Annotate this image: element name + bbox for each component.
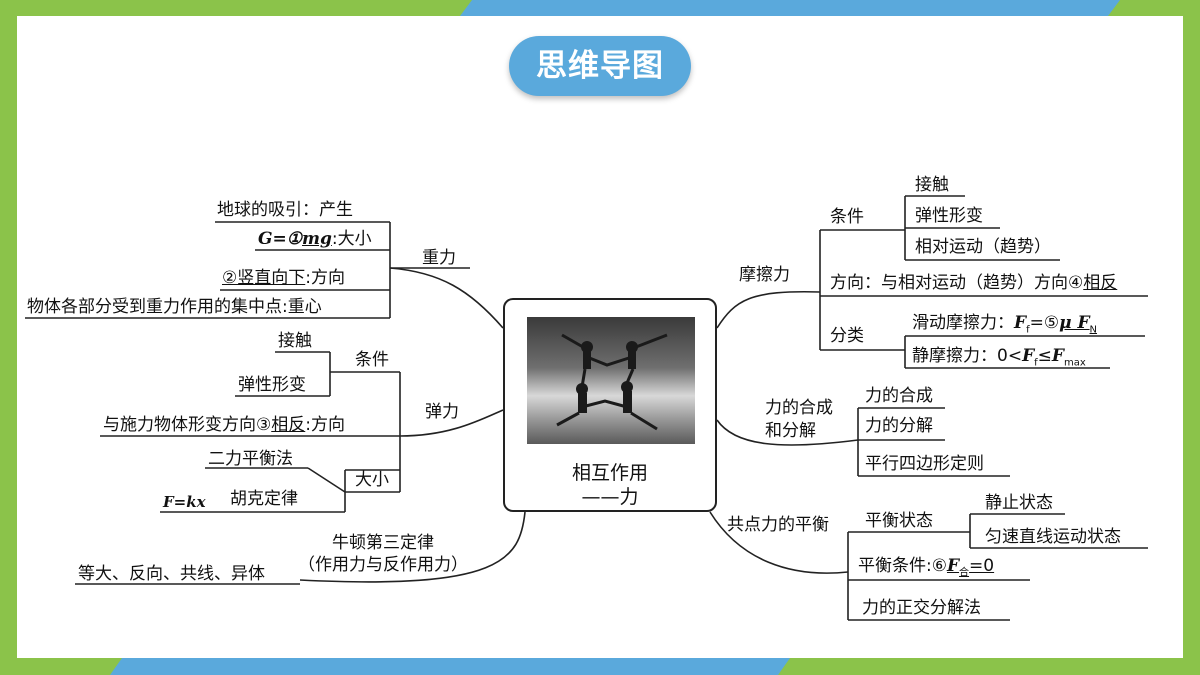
gravity-size-prefix: G=① (258, 229, 303, 249)
friction-relative-motion: 相对运动（趋势） (915, 237, 1051, 257)
sliding-friction-prefix: 滑动摩擦力： (912, 313, 1014, 333)
gravity-label: 重力 (422, 248, 456, 268)
sliding-friction-answer: μ F (1059, 313, 1090, 333)
composition-label-line1: 力的合成 (765, 398, 833, 418)
gravity-size: G=①mg:大小 (258, 229, 372, 249)
static-friction-max-subscript: max (1064, 357, 1086, 369)
hooke-law: 胡克定律 (230, 489, 298, 509)
hooke-formula: F=kx (163, 493, 206, 511)
gravity-center: 物体各部分受到重力作用的集中点:重心 (27, 297, 322, 317)
uniform-motion-state: 匀速直线运动状态 (985, 527, 1121, 547)
central-topic-line2: ——力 (581, 486, 639, 508)
gravity-size-answer: mg (302, 229, 332, 249)
static-friction-symbol: F (1022, 346, 1035, 366)
newton-action-reaction: （作用力与反作用力） (298, 555, 468, 575)
friction-direction-answer: 相反 (1083, 273, 1118, 293)
friction-classification: 分类 (830, 326, 864, 346)
elastic-condition: 条件 (355, 350, 389, 370)
friction-direction: 方向：与相对运动（趋势）方向④相反 (830, 273, 1117, 293)
top-accent-bar (460, 0, 1120, 16)
sliding-friction-answer-subscript: N (1089, 324, 1098, 336)
static-friction-prefix: 静摩擦力：0< (912, 346, 1023, 366)
composition-label-line2: 和分解 (765, 421, 816, 441)
gravity-produce: 地球的吸引：产生 (217, 200, 353, 220)
gravity-size-suffix: :大小 (331, 229, 372, 249)
equilibrium-condition-suffix: =0 (969, 556, 995, 576)
skydivers-figures (556, 333, 668, 431)
friction-contact: 接触 (915, 175, 949, 195)
elastic-contact: 接触 (278, 331, 312, 351)
newton-third-law: 牛顿第三定律 (332, 533, 434, 553)
friction-deformation: 弹性形变 (915, 206, 983, 226)
equilibrium-condition-symbol: F (946, 556, 960, 576)
gravity-direction-suffix: :方向 (305, 268, 345, 288)
equilibrium-label: 共点力的平衡 (727, 515, 829, 535)
slide-title: 思维导图 (509, 36, 691, 96)
skydivers-photo (527, 317, 695, 444)
force-composition: 力的合成 (865, 386, 933, 406)
elastic-direction-suffix: :方向 (305, 415, 345, 435)
bottom-accent-bar (110, 658, 790, 675)
rest-state: 静止状态 (985, 493, 1053, 513)
sliding-friction-subscript: f (1026, 324, 1030, 336)
equilibrium-condition-subscript: 合 (959, 567, 970, 579)
elastic-direction: 与施力物体形变方向③相反:方向 (103, 415, 345, 435)
sliding-friction-equals: =⑤ (1029, 313, 1060, 333)
orthogonal-decomposition: 力的正交分解法 (862, 598, 981, 618)
equilibrium-state: 平衡状态 (865, 511, 933, 531)
gravity-direction-answer: ②竖直向下 (222, 268, 306, 288)
equilibrium-condition-prefix: 平衡条件:⑥ (858, 556, 947, 576)
friction-label: 摩擦力 (739, 265, 790, 285)
force-decomposition: 力的分解 (865, 416, 933, 436)
gravity-direction: ②竖直向下:方向 (222, 268, 345, 288)
central-topic-box: 相互作用 ——力 (503, 298, 717, 512)
parallelogram-rule: 平行四边形定则 (865, 454, 984, 474)
static-friction: 静摩擦力：0<Ff≤Fmax (912, 346, 1086, 373)
static-friction-subscript: f (1034, 357, 1038, 369)
equilibrium-condition: 平衡条件:⑥F合=0 (858, 556, 994, 583)
elastic-direction-prefix: 与施力物体形变方向③ (103, 415, 272, 435)
elastic-label: 弹力 (425, 402, 459, 422)
newton-properties: 等大、反向、共线、异体 (78, 564, 265, 584)
elastic-size: 大小 (355, 470, 389, 490)
elastic-direction-answer: 相反 (271, 415, 306, 435)
friction-condition: 条件 (830, 207, 864, 227)
elastic-two-force: 二力平衡法 (208, 449, 293, 469)
static-friction-le: ≤ (1037, 346, 1052, 366)
central-topic-line1: 相互作用 (571, 462, 648, 484)
sliding-friction-symbol: F (1014, 313, 1027, 333)
friction-direction-prefix: 方向：与相对运动（趋势）方向④ (830, 273, 1084, 293)
static-friction-max-symbol: F (1051, 346, 1064, 366)
elastic-deformation: 弹性形变 (238, 375, 306, 395)
sliding-friction: 滑动摩擦力：Ff=⑤μ FN (912, 313, 1097, 340)
